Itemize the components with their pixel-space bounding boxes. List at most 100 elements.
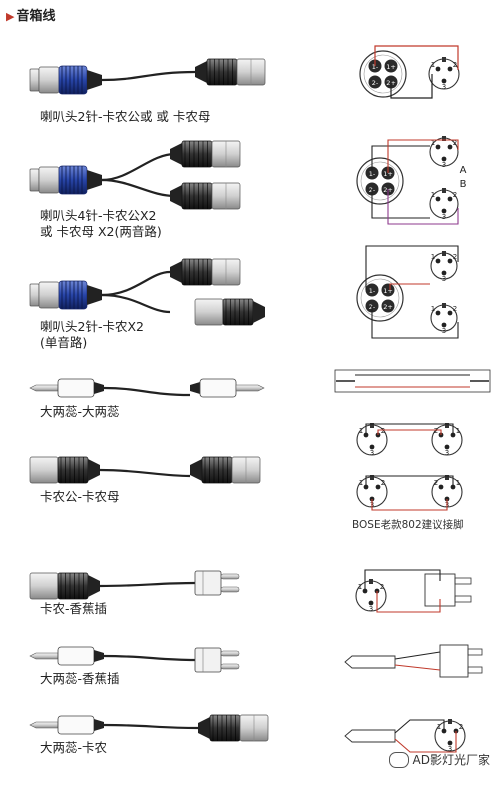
strain-relief <box>94 650 104 662</box>
xlr-pin-label: 1 <box>456 479 460 487</box>
banana-body <box>194 647 222 673</box>
xlr-pin <box>435 258 441 264</box>
xlr-pin <box>435 66 441 72</box>
xlr-key <box>369 579 373 584</box>
wire-black-2b <box>371 189 430 219</box>
xlr-pin-label: 2 <box>453 305 457 313</box>
jack-tip <box>29 652 59 660</box>
xlr-pin-label: 2 <box>453 139 457 147</box>
xlr-pin-label: 1 <box>431 305 435 313</box>
strain-relief <box>88 459 100 481</box>
strain-relief <box>94 719 104 731</box>
speakon-tip <box>29 283 40 307</box>
speakon-face-ring <box>363 54 403 94</box>
wire-sleeve-8 <box>394 731 457 753</box>
speakon-contact <box>365 283 379 297</box>
banana-schematic-pin <box>454 595 472 603</box>
xlr-pin-label: 3 <box>442 213 446 221</box>
xlr-pin-label: 1 <box>456 427 460 435</box>
speakon-face-ring <box>360 161 400 201</box>
xlr-pin-label: 3 <box>445 449 449 457</box>
speakon-pin-label: 1- <box>372 63 379 71</box>
wire-purple-2b <box>387 189 459 225</box>
banana-schematic-pin <box>454 577 472 585</box>
jack-body <box>57 378 95 398</box>
speakon-tip <box>29 168 40 192</box>
wire-tip-7 <box>394 651 441 660</box>
watermark: AD影灯光厂家 <box>388 751 490 768</box>
xlr-pin-label: 2 <box>434 427 438 435</box>
jack-plug-4b <box>190 378 265 398</box>
xlr-key <box>370 475 374 480</box>
xlr-pin <box>441 322 447 328</box>
xlr-plug-3a <box>170 258 241 286</box>
channel-a-label: A <box>460 165 467 176</box>
cable-3b <box>101 293 171 314</box>
banana-plug-7 <box>194 647 240 673</box>
speakon-contact <box>368 75 382 89</box>
section-title: ▶音箱线 <box>6 9 56 24</box>
strain-relief <box>87 170 102 190</box>
speakon-face-ring <box>360 278 400 318</box>
cable-label-6: 卡农-香蕉插 <box>40 601 108 616</box>
xlr-pin-label: 2 <box>453 253 457 261</box>
cable-label-5: 卡农公-卡农母 <box>40 489 120 504</box>
xlr-pin-label: 2 <box>380 583 384 591</box>
jack-tip <box>29 384 59 392</box>
xlr-key <box>445 423 449 428</box>
jack-body <box>57 715 95 735</box>
speakon-body <box>38 66 60 94</box>
xlr-key <box>442 136 446 141</box>
xlr-pin-label: 3 <box>448 745 452 753</box>
xlr-plug-5b <box>190 456 261 484</box>
speakon-contact <box>381 283 395 297</box>
cable-label-3: 喇叭头2针-卡农X2(单音路) <box>40 319 144 350</box>
strain-relief <box>253 301 265 323</box>
speakon-pin-label: 1- <box>369 287 376 295</box>
xlr-plug-6 <box>29 572 100 600</box>
cable-label-8: 大两蕊-卡农 <box>40 740 108 755</box>
jack-body <box>199 378 237 398</box>
cable-7 <box>103 654 196 662</box>
wire-red-3 <box>389 283 430 290</box>
banana-pin <box>220 586 240 593</box>
jack-tip <box>29 721 59 729</box>
cable-2a <box>101 152 176 182</box>
xlr-plug-2b <box>170 182 241 210</box>
xlr-pin-label: 1 <box>359 479 363 487</box>
wire-red-1 <box>374 45 459 70</box>
xlr-key <box>442 303 446 308</box>
xlr-pin <box>435 310 441 316</box>
xlr-pin <box>368 600 374 606</box>
wire-black-2a <box>371 145 430 173</box>
xlr-pin-label: 2 <box>453 61 457 69</box>
speakon-pin-label: 1+ <box>386 63 396 71</box>
xlr-shell <box>29 456 59 484</box>
strain-relief <box>87 285 102 305</box>
wire-pin1b <box>365 475 454 487</box>
jack-schematic-frame <box>334 369 491 393</box>
strain-relief <box>170 261 182 283</box>
speakon-grip <box>58 65 88 95</box>
xlr-pin-label: 1 <box>437 723 441 731</box>
bose-note: BOSE老款802建议接脚 <box>352 519 464 531</box>
speakon-body <box>38 166 60 194</box>
speakon-plug-1 <box>29 65 102 95</box>
jack-schematic <box>344 655 396 669</box>
xlr-pin <box>447 144 453 150</box>
jack-tip <box>235 384 265 392</box>
strain-relief <box>88 575 100 597</box>
cable-1 <box>101 70 196 82</box>
wire-black-6 <box>364 569 441 591</box>
speakon-grip <box>58 165 88 195</box>
banana-plug-6 <box>194 570 240 596</box>
xlr-pin <box>441 208 447 214</box>
jack-plug-8 <box>29 715 104 735</box>
xlr-pin-label: 1 <box>431 61 435 69</box>
xlr-plug-8 <box>198 714 269 742</box>
xlr-shell <box>29 572 59 600</box>
wire-tip-8 <box>394 719 445 734</box>
xlr-plug-3b <box>194 298 265 326</box>
